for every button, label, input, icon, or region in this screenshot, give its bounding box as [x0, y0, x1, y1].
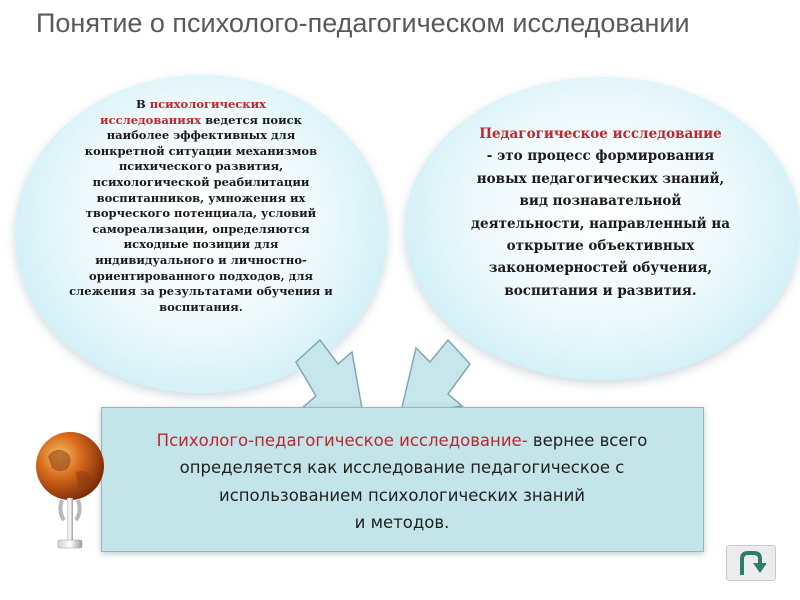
pedagogical-research-bubble [405, 77, 800, 380]
text-line: самореализации, определяются [62, 222, 340, 238]
text-segment: новых педагогических знаний, [476, 170, 725, 187]
text-line: определяется как исследование педагогиче… [112, 454, 692, 481]
line-list: Педагогическое исследование - это процесс… [448, 123, 753, 302]
text-segment: вид познавательной [519, 193, 682, 210]
text-line: открытие объективных [448, 235, 753, 257]
down-right-arrow-icon [295, 338, 365, 421]
down-left-arrow-icon [399, 338, 471, 417]
text-line: воспитанников, умножения их [62, 191, 340, 207]
text-line: закономерностей обучения, [448, 257, 753, 279]
text-line: В психологических [62, 97, 340, 113]
text-line: воспитания и развития. [448, 280, 753, 302]
line-list: Психолого-педагогическое исследование- в… [112, 427, 692, 537]
text-segment: ведется поиск [201, 112, 302, 127]
text-line: конкретной ситуации механизмов [62, 144, 340, 160]
text-segment: открытие объективных [506, 238, 695, 255]
text-line: ориентированного подходов, для [62, 269, 340, 285]
text-line: психологической реабилитации [62, 175, 340, 191]
text-segment: вернее всего [527, 431, 648, 450]
accent-text: Педагогическое исследование [479, 126, 722, 142]
text-line: новых педагогических знаний, [448, 168, 753, 190]
text-segment: В [136, 97, 150, 111]
accent-text: исследованиях [100, 112, 202, 127]
text-line: использованием психологических знаний [112, 482, 692, 509]
text-line: творческого потенциала, условий [62, 206, 340, 222]
accent-text: Психолого-педагогическое исследование- [156, 431, 528, 450]
definition-box [101, 407, 704, 552]
text-segment: психического развития, [118, 159, 284, 174]
text-segment: исходные позиции для [123, 237, 279, 252]
text-segment: воспитания и развития. [504, 282, 697, 299]
text-line: и методов. [112, 509, 692, 536]
accent-text: психологических [149, 97, 266, 111]
text-line: Психолого-педагогическое исследование- в… [112, 427, 692, 454]
text-segment: творческого потенциала, условий [85, 206, 317, 221]
text-segment: психологической реабилитации [92, 174, 310, 189]
definition-text: Психолого-педагогическое исследование- в… [112, 427, 692, 537]
globe-icon [36, 432, 104, 549]
return-arrow-icon [740, 551, 766, 575]
text-line: воспитания. [62, 300, 340, 316]
text-segment: и методов. [354, 513, 450, 533]
text-segment: деятельности, направленный на [471, 215, 730, 232]
text-segment: индивидуального и личностно- [95, 252, 307, 267]
text-line: деятельности, направленный на [448, 213, 753, 235]
text-segment: использованием психологических знаний [218, 485, 586, 505]
text-segment: слежения за результатами обучения и [69, 284, 333, 299]
text-line: вид познавательной [448, 190, 753, 212]
text-segment: - это процесс формирования [486, 148, 715, 165]
text-segment: конкретной ситуации механизмов [84, 143, 318, 158]
text-line: исходные позиции для [62, 237, 340, 253]
slide-title: Понятие о психолого-педагогическом иссле… [36, 8, 690, 38]
text-line: исследованиях ведется поиск [62, 113, 340, 129]
text-segment: самореализации, определяются [92, 221, 310, 236]
text-line: индивидуального и личностно- [62, 253, 340, 269]
text-segment: ориентированного подходов, для [89, 268, 313, 283]
pedagogical-research-text: Педагогическое исследование - это процесс… [448, 123, 753, 302]
text-line: наиболее эффективных для [62, 128, 340, 144]
text-line: слежения за результатами обучения и [62, 284, 340, 300]
back-button[interactable] [726, 545, 776, 581]
text-line: - это процесс формирования [448, 145, 753, 167]
text-segment: воспитания. [159, 299, 243, 314]
text-segment: определяется как исследование педагогиче… [179, 458, 625, 478]
text-segment: воспитанников, умножения их [96, 190, 306, 205]
text-line: психического развития, [62, 159, 340, 175]
text-segment: наиболее эффективных для [106, 128, 296, 143]
text-segment: закономерностей обучения, [488, 260, 713, 277]
psychological-research-bubble [15, 75, 387, 393]
text-line: Педагогическое исследование [448, 123, 753, 145]
